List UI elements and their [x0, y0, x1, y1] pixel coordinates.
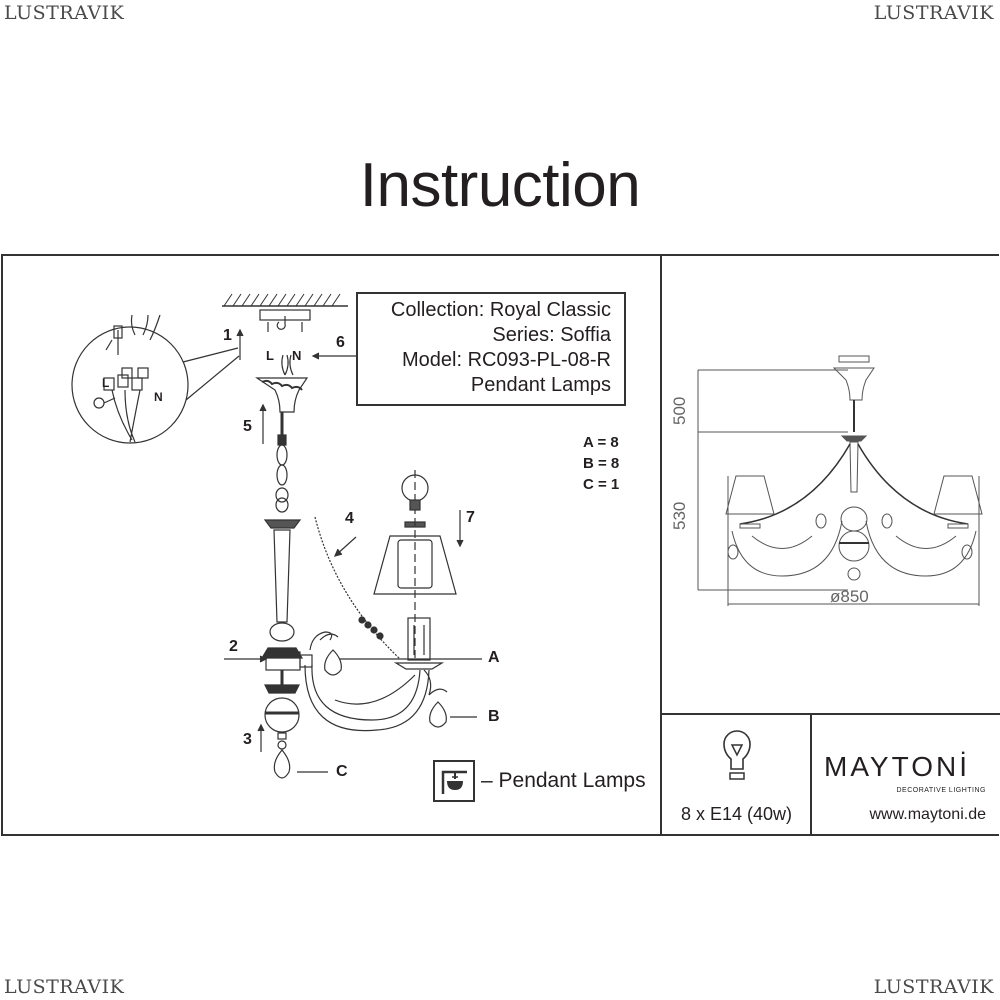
step-6-label: 6: [336, 334, 345, 351]
brand-tagline: DECORATIVE LIGHTING: [896, 787, 986, 794]
chain: [275, 444, 289, 513]
step-4-label: 4: [345, 510, 354, 527]
series-text: Series: Soffia: [492, 324, 611, 346]
watermark-top-left: LUSTRAVIK: [4, 2, 125, 24]
detail-neutral-label: N: [154, 390, 163, 404]
watermark-bottom-right: LUSTRAVIK: [873, 976, 994, 998]
canopy: [255, 377, 309, 413]
bulb-icon: [723, 730, 751, 780]
pendant-lamp-icon: [433, 760, 475, 802]
step-1-label: 1: [223, 327, 232, 344]
divider-vertical-main: [660, 254, 662, 836]
divider-vertical-bottom-right: [810, 713, 812, 836]
product-info-box: Collection: Royal Classic Series: Soffia…: [356, 292, 626, 406]
type-text: Pendant Lamps: [470, 374, 611, 396]
mounting-hook: [276, 316, 286, 330]
count-b: B = 8: [583, 455, 620, 472]
brand-logo: MAYTONİ: [824, 751, 970, 782]
dimension-drawing: [697, 355, 983, 606]
watermark-top-right: LUSTRAVIK: [873, 2, 994, 24]
dimension-diameter: ø850: [830, 587, 869, 606]
collection-text: Collection: Royal Classic: [390, 299, 611, 321]
crystal-a-left: [324, 649, 342, 676]
step-7-label: 7: [466, 509, 475, 526]
model-text: Model: RC093-PL-08-R: [402, 349, 611, 371]
bulb-spec-cell: 8 x E14 (40w): [663, 715, 810, 834]
assembly-diagram: [71, 293, 482, 779]
watermark-bottom-left: LUSTRAVIK: [4, 976, 125, 998]
lamp-arm: [311, 664, 421, 721]
ceiling-hatch: [223, 293, 341, 307]
crystal-b: [429, 701, 447, 728]
page-title: Instruction: [359, 151, 641, 220]
instruction-frame: [1, 254, 999, 836]
detail-live-label: L: [102, 376, 110, 390]
crystal-c: [273, 749, 291, 779]
legend-text: – Pendant Lamps: [481, 769, 646, 792]
part-counts: A = 8 B = 8 C = 1: [583, 432, 619, 495]
count-a: A = 8: [583, 434, 619, 451]
wire-live-label: L: [266, 348, 274, 363]
brand-cell: MAYTONİ DECORATIVE LIGHTING www.maytoni.…: [812, 715, 999, 834]
step-5-label: 5: [243, 418, 252, 435]
wiring-detail-circle: [71, 326, 189, 444]
part-c-label: C: [336, 763, 348, 780]
part-b-label: B: [488, 708, 500, 725]
count-c: C = 1: [583, 476, 620, 493]
dimension-height-bottom: 530: [670, 501, 689, 530]
legend: – Pendant Lamps: [433, 760, 646, 802]
part-a-label: A: [488, 649, 500, 666]
brand-url: www.maytoni.de: [869, 806, 987, 823]
step-3-label: 3: [243, 731, 252, 748]
divider-horizontal-right: [660, 713, 1000, 715]
wire-neutral-label: N: [292, 348, 302, 363]
dimension-height-top: 500: [670, 396, 689, 425]
bulb-spec-text: 8 x E14 (40w): [680, 804, 793, 824]
step-2-label: 2: [229, 638, 238, 655]
lampshade: [373, 535, 457, 595]
